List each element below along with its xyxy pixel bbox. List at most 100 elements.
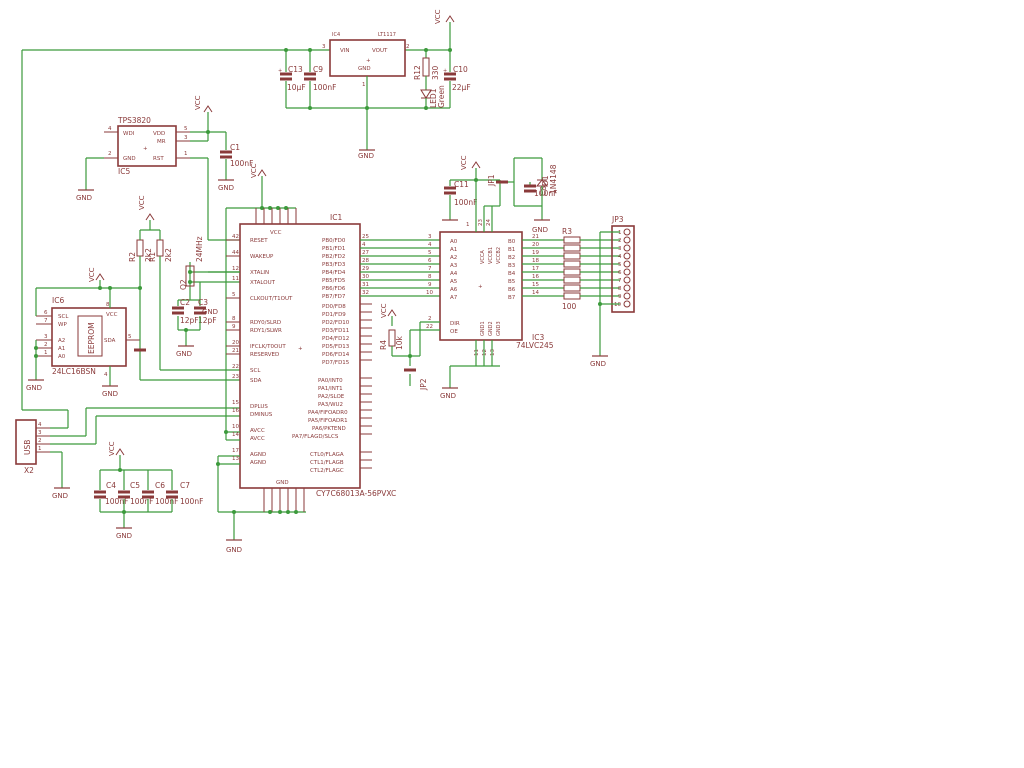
c3-value: 12pF [198, 316, 217, 325]
gnd-label-decoupling: GND [116, 532, 132, 540]
reset-ic-pin-vdd: VDD [153, 131, 165, 137]
eeprom-pin-num-4: 4 [104, 372, 108, 378]
mcu-pin-num: 17 [232, 448, 239, 454]
regulator-pin-num-out: 2 [406, 44, 410, 50]
regulator-ref: IC4 [332, 32, 340, 38]
buffer-gnd2: GND2 [488, 321, 494, 336]
gnd-label-regulator: GND [358, 152, 374, 160]
buffer-pin-name: OE [450, 329, 458, 335]
r3-array [522, 236, 620, 300]
jp3-pin-num: 6 [618, 270, 622, 276]
eeprom-pin-wp: WP [58, 322, 67, 328]
mcu-pin-name: XTALOUT [250, 280, 276, 286]
buffer-gnd1: GND1 [480, 321, 486, 336]
mcu-pin-name: CTL1/FLAGB [310, 460, 344, 466]
c7-ref: C7 [180, 481, 190, 490]
mcu-pin-name: AGND [250, 460, 266, 466]
buffer-pin-name: B3 [508, 263, 516, 269]
r12-value: 330 [431, 65, 440, 80]
buffer-vccb2: VCCB2 [496, 247, 502, 264]
c4-ref: C4 [106, 481, 116, 490]
buffer-vccb1: VCCB1 [488, 247, 494, 264]
gnd-label-diode: GND [532, 226, 548, 234]
mcu-pin-name: SCL [250, 368, 261, 374]
mcu-bottom-label: GND [276, 480, 289, 486]
mcu-top-label: VCC [270, 230, 282, 236]
buffer-gnd-num: 13 [490, 349, 496, 356]
mcu-pin-name: PA1/INT1 [318, 386, 343, 392]
gnd-label-c1: GND [218, 184, 234, 192]
buffer-pin-name: DIR [450, 321, 460, 327]
reset-ic-body [117, 125, 177, 167]
mcu-pin-num: 14 [232, 432, 239, 438]
reset-pin-num-2: 2 [108, 151, 112, 157]
buffer-pin-num: 16 [532, 274, 539, 280]
reset-ic-pin-rst: RST [153, 156, 164, 162]
buffer-pin-num: 14 [532, 290, 539, 296]
vcc-label-top: VCC [434, 9, 442, 24]
crystal-ref: Q2 [179, 279, 188, 290]
eeprom-section: EEPROM IC6 24LC16BSN SCL WP A2 A1 A0 VCC… [26, 267, 240, 398]
mcu-pin-name: CLKOUT/T1OUT [250, 296, 293, 302]
mcu-pin-name: DPLUS [250, 404, 268, 410]
buffer-pin-name: A7 [450, 295, 458, 301]
regulator-pin-gnd: GND [358, 66, 371, 72]
eeprom-pin-num-3: 3 [44, 334, 48, 340]
jp1-ref: JP1 [487, 174, 496, 187]
eeprom-pin-vcc: VCC [106, 312, 118, 318]
buffer-value: 74LVC245 [516, 341, 554, 350]
mcu-pin-num: 30 [362, 274, 369, 280]
mcu-pin-name: PD3/FD11 [322, 328, 349, 334]
mcu-pin-name: PB3/FD3 [322, 262, 346, 268]
usb-section: USB X2 4 3 2 1 GND [15, 407, 240, 500]
mcu-pin-num: 10 [232, 424, 239, 430]
mcu-pin-num: 5 [232, 292, 236, 298]
mcu-pin-name: PB0/FD0 [322, 238, 346, 244]
usb-pin-num-2: 2 [38, 438, 42, 444]
jp3-pin-num: 5 [618, 262, 622, 268]
eeprom-pin-num-2: 2 [44, 342, 48, 348]
mcu-pin-num: 32 [362, 290, 369, 296]
mcu-pin-name: PD1/FD9 [322, 312, 346, 318]
mcu-pin-num: 20 [232, 340, 239, 346]
gnd-label-buffer: GND [440, 392, 456, 400]
mcu-pin-name: PA0/INT0 [318, 378, 343, 384]
mcu-pin-num: 21 [232, 348, 239, 354]
buffer-pin-name: A1 [450, 247, 457, 253]
svg-text:+: + [478, 284, 483, 290]
mcu-pin-name: PD4/FD12 [322, 336, 349, 342]
mcu-pin-num: 11 [232, 276, 239, 282]
c4-value: 100nF [105, 497, 128, 506]
r12-ref: R12 [413, 65, 422, 80]
regulator-pin-num-gnd: 1 [362, 82, 366, 88]
r1-ref: R1 [148, 252, 157, 262]
c13-ref: C13 [288, 65, 303, 74]
c9-value: 100nF [313, 83, 336, 92]
buffer-pin-num: 21 [532, 234, 539, 240]
mcu-left-pins: 42 RESET 44 WAKEUP 12 XTALIN 11 XTALOUT … [208, 234, 293, 466]
eeprom-body [51, 307, 127, 367]
mcu-pin-name: AVCC [250, 436, 265, 442]
regulator-section: VCC IC4 LT1117 VIN VOUT GND 3 2 1 + + C1… [21, 9, 471, 410]
mcu-pin-num: 27 [362, 250, 369, 256]
buffer-vcca: VCCA [480, 250, 486, 264]
mcu-pin-name: CTL2/FLAGC [310, 468, 344, 474]
mcu-pin-name: XTALIN [250, 270, 269, 276]
buffer-pin-name: B5 [508, 279, 516, 285]
mcu-pin-num: 12 [232, 266, 239, 272]
jp3-pin-num: 3 [618, 246, 622, 252]
eeprom-pin-sda: SDA [104, 338, 116, 344]
gnd-label-mcu: GND [226, 546, 242, 554]
decoupling-section: VCC C4 C5 C6 C7 100nF 100nF 100nF 100nF … [94, 441, 203, 540]
c1-ref: C1 [230, 143, 240, 152]
buffer-pin-num: 22 [426, 324, 433, 330]
c7-value: 100nF [180, 497, 203, 506]
c11-ref: C11 [454, 180, 469, 189]
mcu-pin-name: RDY1/SLWR [250, 328, 282, 334]
jp3-pin-num: 8 [618, 286, 622, 292]
led-value: Green [437, 85, 446, 108]
mcu-pin-num: 13 [232, 456, 239, 462]
mcu-pin-name: PA7/FLAGD/SLCS [292, 434, 339, 440]
mcu-pin-num: 42 [232, 234, 239, 240]
